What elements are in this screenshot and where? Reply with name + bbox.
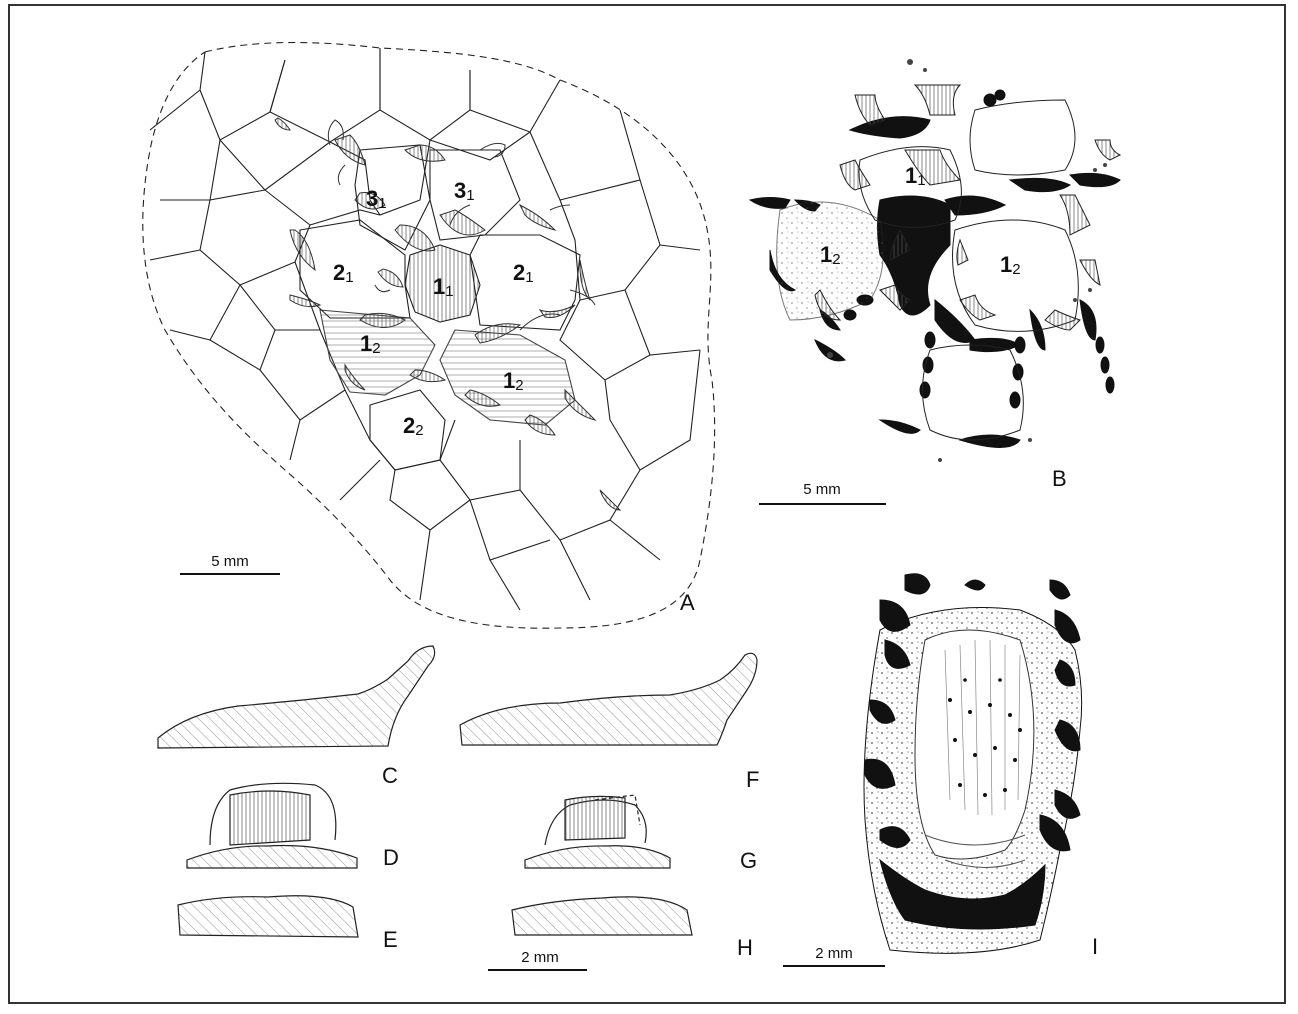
panel-label-g: G [740, 848, 757, 873]
panel-h-drawing [512, 897, 692, 935]
panel-f-drawing [460, 653, 757, 745]
panel-b-drawing [750, 59, 1120, 462]
panel-d-drawing [187, 783, 357, 868]
panel-label-h: H [737, 935, 753, 960]
plate-label: 21 [513, 260, 534, 286]
plate-label: 22 [403, 413, 424, 439]
scale-bar-label: 5 mm [803, 481, 841, 498]
plate-label: 21 [333, 260, 354, 286]
scale-bar-i: 2 mm [783, 945, 885, 966]
plate-label: 31 [454, 178, 475, 204]
panel-label-d: D [383, 845, 399, 870]
panel-label-f: F [746, 767, 759, 792]
panel-label-e: E [383, 927, 398, 952]
scale-bar-label: 2 mm [521, 949, 559, 966]
panel-label-b: B [1052, 466, 1067, 491]
panel-e-drawing [178, 896, 358, 937]
plate-label: 31 [366, 186, 387, 212]
panel-a-drawing [143, 43, 715, 629]
scale-bar-gh: 2 mm [488, 949, 587, 970]
scale-bar-label: 5 mm [211, 553, 249, 570]
plate-label: 12 [1000, 252, 1021, 278]
panel-c-drawing [158, 646, 435, 748]
panel-label-i: I [1092, 934, 1098, 959]
panel-g-drawing [525, 795, 670, 868]
panel-label-c: C [382, 763, 398, 788]
scale-bar-a: 5 mm [180, 553, 280, 574]
panel-label-a: A [680, 590, 695, 615]
panel-i-drawing [864, 574, 1082, 954]
scale-bar-label: 2 mm [815, 945, 853, 962]
scale-bar-b: 5 mm [759, 481, 886, 504]
